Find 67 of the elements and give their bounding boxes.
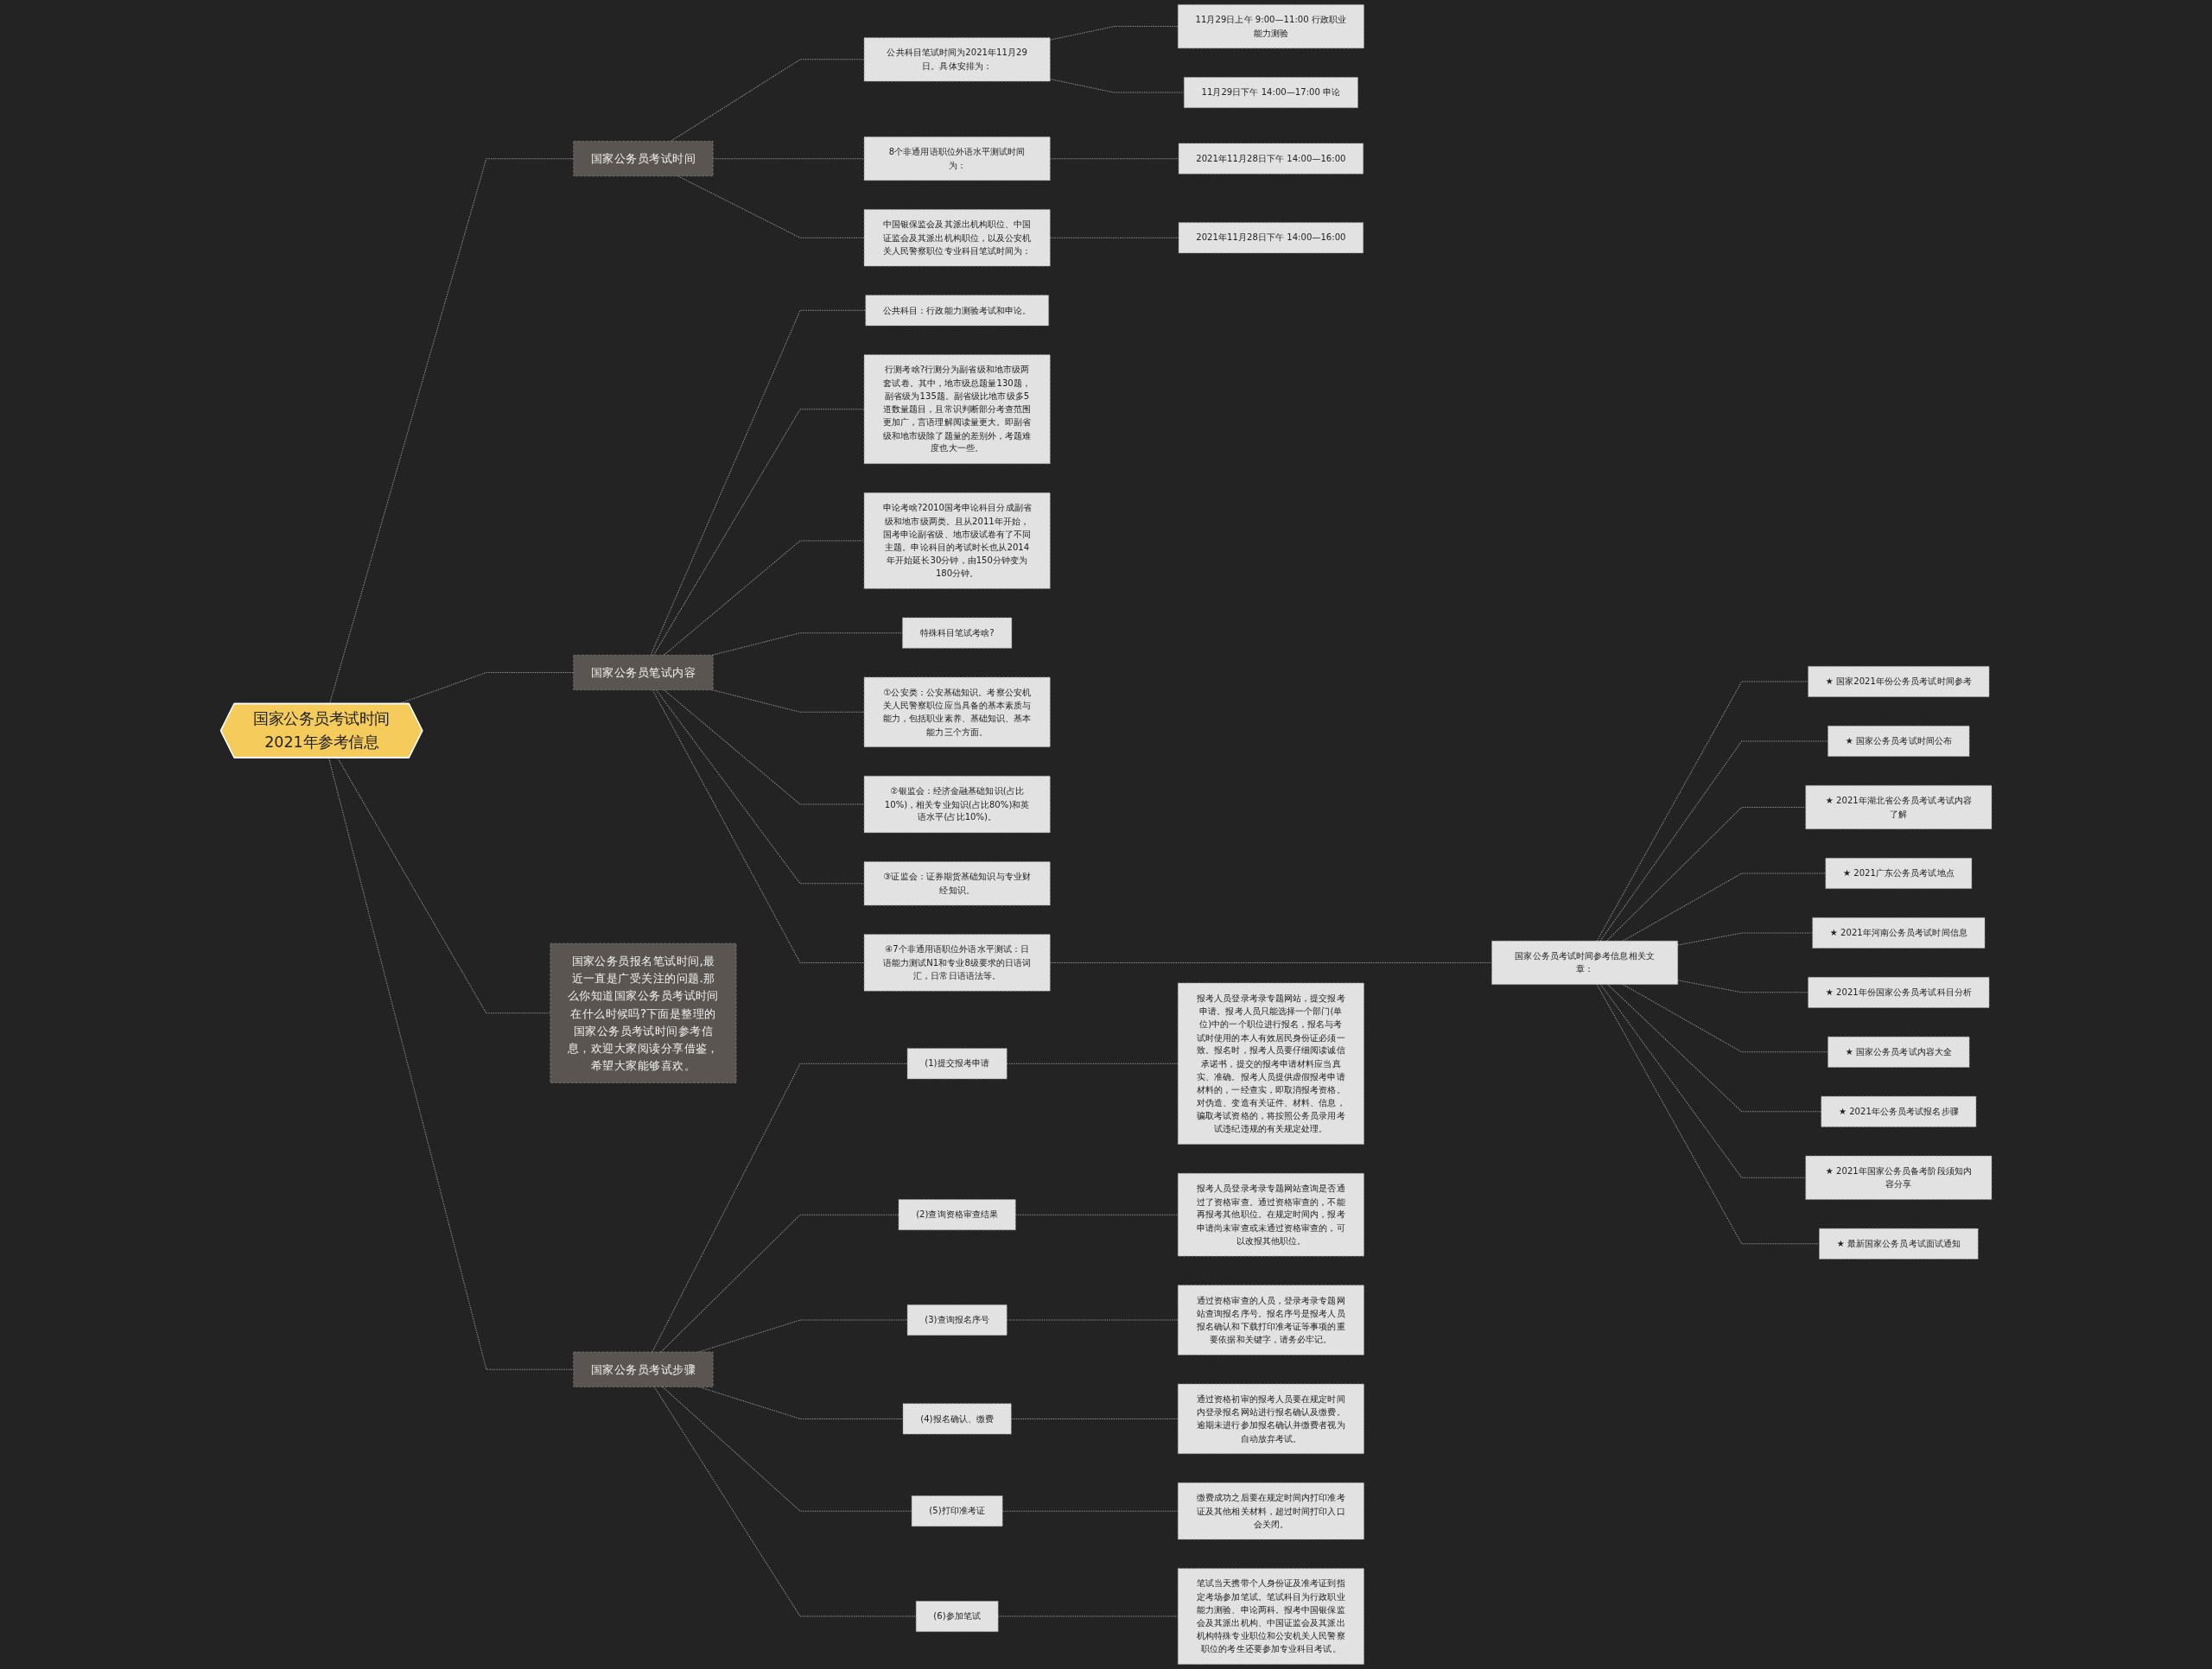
node-box: 国家公务员报名笔试时间,最近一直是广受关注的问题.那么你知道国家公务员考试时间在什么时候吗?下面是整理的国家公务员考试时间参考信息，欢迎大家阅读分享借鉴，希望大家能够喜欢。	[550, 942, 737, 1083]
node-box: 通过资格审查的人员，登录考录专题网站查询报名序号。报名序号是报考人员报名确认和下载打印准考证等事项的重要依据和关键字，请务必牢记。	[1177, 1285, 1364, 1355]
node-box: (2)查询资格审查结果	[898, 1199, 1016, 1231]
node-box: 公共科目：行政能力测验考试和申论。	[865, 295, 1049, 327]
node-box: 行测考啥?行测分为副省级和地市级两套试卷。其中，地市级总题量130题，副省级为135题。副省级比地市级多5道数量题目，且常识判断部分考查范围更加广，言语理解阅读量更大。即副省级和地市级除了题量的差别外，考题难度也大一些。	[863, 354, 1051, 465]
node-box: 特殊科目笔试考啥?	[901, 617, 1013, 649]
connector	[663, 540, 865, 656]
node-box: ★ 2021年国家公务员备考阶段须知内容分享	[1805, 1155, 1993, 1200]
connector	[655, 689, 865, 885]
connector	[1049, 79, 1185, 93]
node-box: ★ 2021年湖北省公务员考试考试内容了解	[1805, 784, 1993, 830]
connector	[670, 59, 865, 142]
node-box: ★ 最新国家公务员考试面试通知	[1818, 1228, 1979, 1260]
node-box: 国家公务员笔试内容	[573, 655, 714, 690]
node-box: 中国银保监会及其派出机构职位、中国证监会及其派出机构职位，以及公安机关人民警察职位专业科目笔试时间为：	[863, 209, 1051, 267]
node-box: ④7个非通用语职位外语水平测试：日语能力测试N1和专业8级要求的日语词汇，日常日语语法等。	[863, 934, 1051, 992]
connector	[1599, 740, 1828, 942]
node-box: 2021年11月28日下午 14:00—16:00	[1178, 143, 1363, 175]
node-box: ②银监会：经济金融基础知识(占比10%)，相关专业知识(占比80%)和英语水平(占比10%)。	[863, 775, 1051, 834]
node-box: ★ 国家公务员考试时间公布	[1827, 725, 1970, 757]
node-box: 报考人员登录考录专题网站查询是否通过了资格审查。通过资格审查的，不能再报考其他职位。在规定时间内，报考申请尚未审查或未通过资格审查的，可以改报其他职位。	[1177, 1172, 1364, 1257]
connector	[1677, 932, 1813, 946]
node-box: ★ 2021年份国家公务员考试科目分析	[1808, 976, 1990, 1008]
node-box: 11月29日上午 9:00—11:00 行政职业能力测验	[1177, 4, 1364, 49]
connector	[712, 158, 865, 160]
node-box: 报考人员登录考录专题网站，提交报考申请。报考人员只能选择一个部门(单位)中的一个职位进行报名，报名与考试时使用的本人有效居民身份证必须一致。报名时，报考人员要仔细阅读诚信承诺书，提交的报考申请材料应当真实、准确。报考人员提供虚假报考申请材料的，一经查实，即取消报考资格。对伪造、变造有关证件、材料、信息，骗取考试资格的，将按照公务员录用考试违纪违规的有关规定处理。	[1177, 982, 1364, 1145]
connector	[652, 409, 865, 656]
node-box: 8个非通用语职位外语水平测试时间为：	[863, 136, 1051, 181]
node-box: ★ 2021广东公务员考试地点	[1825, 858, 1973, 889]
node-box: ★ 国家公务员考试内容大全	[1827, 1036, 1970, 1068]
connector	[652, 689, 865, 963]
node-box: 公共科目笔试时间为2021年11月29日。具体安排为：	[863, 37, 1051, 82]
connector	[1622, 984, 1828, 1053]
node-box: ★ 国家2021年份公务员考试时间参考	[1808, 666, 1990, 697]
connector	[1596, 984, 1820, 1245]
connector	[1599, 984, 1807, 1178]
connector	[327, 757, 575, 1370]
node-box: (5)打印准考证	[911, 1495, 1003, 1527]
node-box: ①公安类：公安基础知识。考察公安机关人民警察职位应当具备的基本素质与能力，包括职业素养、基础知识、基本能力三个方面。	[863, 676, 1051, 747]
connector	[997, 1615, 1179, 1617]
connector	[1622, 873, 1827, 942]
node-box: ③证监会：证券期货基础知识与专业财经知识。	[863, 861, 1051, 906]
node-box: 国家公务员考试时间参考信息相关文章：	[1491, 940, 1678, 985]
node-box: 申论考啥?2010国考申论科目分成副省级和地市级两类。且从2011年开始，国考申论副省级、地市级试卷有了不同主题。申论科目的考试时长也从2014年开始延长30分钟，由150分钟变为180分钟。	[863, 492, 1051, 589]
node-box: 笔试当天携带个人身份证及准考证到指定考场参加笔试。笔试科目为行政职业能力测验、申论两科。报考中国银保监会及其派出机构、中国证监会及其派出机构特殊专业职位和公安机关人民警察职位的考生还要参加专业科目考试。	[1177, 1568, 1364, 1665]
node-box: ★ 2021年河南公务员考试时间信息	[1812, 917, 1986, 949]
connector	[1001, 1510, 1179, 1512]
node-box: ★ 2021年公务员考试报名步骤	[1821, 1095, 1977, 1127]
node-box: (4)报名确认、缴费	[902, 1403, 1012, 1435]
connector	[650, 309, 867, 656]
connector	[711, 632, 903, 656]
node-box: 国家公务员考试步骤	[573, 1351, 714, 1387]
node-box: 缴费成功之后要在规定时间内打印准考证及其他相关材料，超过时间打印入口会关闭。	[1177, 1482, 1364, 1540]
connector	[711, 689, 865, 713]
node-box: 国家公务员考试时间	[573, 141, 714, 177]
connector	[663, 689, 865, 805]
connector	[1605, 806, 1807, 942]
node-box: (6)参加笔试	[915, 1601, 999, 1633]
connector	[652, 1063, 908, 1353]
node-box: 11月29日下午 14:00—17:00 申论	[1183, 77, 1358, 109]
node-box: 通过资格初审的报考人员要在规定时间内登录报名网站进行报名确认及缴费。逾期未进行参加报名确认并缴费者视为自动放弃考试。	[1177, 1383, 1364, 1455]
connector	[1677, 980, 1808, 993]
node-box: (3)查询报名序号	[906, 1304, 1007, 1336]
node-box: (1)提交报考申请	[906, 1048, 1007, 1080]
node-box: 2021年11月28日下午 14:00—16:00	[1178, 222, 1363, 254]
connector	[1596, 681, 1808, 942]
connector	[1049, 26, 1179, 41]
